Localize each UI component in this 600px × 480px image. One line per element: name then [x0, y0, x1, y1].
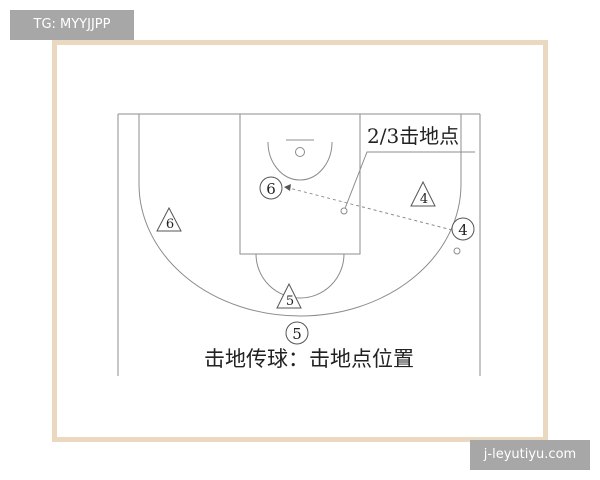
- restricted-arc: [267, 141, 333, 181]
- defense-player-6-label: 6: [166, 217, 174, 232]
- offense-player-4: 4: [451, 217, 475, 241]
- bounce-point-marker: [340, 207, 348, 215]
- tg-tag: TG: MYYJJPP: [10, 10, 134, 40]
- callout-leader-line: [343, 151, 475, 212]
- callout-label: 2/3击地点: [367, 124, 459, 148]
- defense-player-5: 5: [276, 282, 302, 309]
- small-marker: [453, 247, 461, 255]
- site-watermark: j-leyutiyu.com: [470, 440, 590, 470]
- defense-player-4-label: 4: [420, 192, 428, 207]
- offense-player-4-label: 4: [458, 221, 468, 239]
- bounce-pass-path: [288, 187, 453, 231]
- diagram-caption: 击地传球：击地点位置: [204, 347, 414, 371]
- arrowhead-icon: [284, 184, 291, 191]
- basket: [295, 147, 305, 157]
- offense-player-6-label: 6: [266, 180, 276, 198]
- paint-area: [239, 113, 361, 255]
- defense-player-4: 4: [410, 180, 436, 207]
- offense-player-6: 6: [259, 176, 283, 200]
- offense-player-5: 5: [285, 321, 309, 345]
- three-point-arc: [138, 183, 462, 317]
- diagram-frame: [52, 40, 548, 442]
- offense-player-5-label: 5: [292, 325, 302, 343]
- free-throw-circle: [255, 253, 345, 299]
- defense-player-6: 6: [156, 206, 182, 232]
- defense-player-5-label: 5: [286, 294, 294, 309]
